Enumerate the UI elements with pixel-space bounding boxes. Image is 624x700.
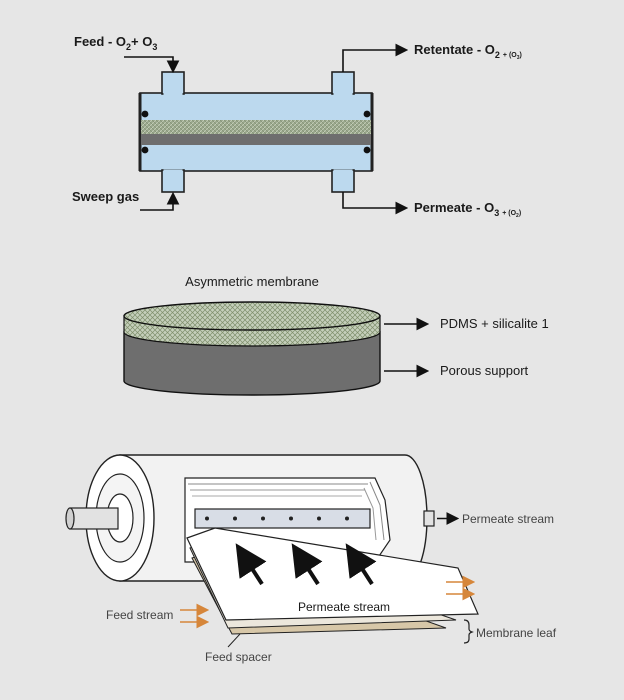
o-ring <box>141 146 149 154</box>
feed-label: Feed - O2+ O3 <box>74 34 157 52</box>
o-ring <box>363 146 371 154</box>
retentate-nozzle <box>331 71 355 95</box>
porous-support-disc <box>123 331 381 396</box>
membrane-top-surface <box>123 301 381 331</box>
flow-arrow-2 <box>291 543 323 586</box>
retentate-label: Retentate - O2+ (O3) <box>414 42 522 61</box>
feed-spacer-label: Feed spacer <box>205 650 272 664</box>
permeate-label: Permeate - O3+ (O2) <box>414 200 521 219</box>
membrane-layer <box>141 120 371 134</box>
permeate-arrow <box>342 192 409 215</box>
feed-arrow <box>124 56 180 74</box>
sweep-nozzle <box>161 169 185 193</box>
pdms-label: PDMS + silicalite 1 <box>440 316 549 331</box>
flow-arrow-1 <box>235 543 267 586</box>
membrane-support <box>141 134 371 145</box>
o-ring <box>141 110 149 118</box>
permeate-nozzle <box>331 169 355 193</box>
flow-arrow-3 <box>345 543 377 586</box>
membrane-title: Asymmetric membrane <box>185 274 319 289</box>
o-ring <box>363 110 371 118</box>
asymmetric-membrane: Asymmetric membrane PDMS + silicalite 1 … <box>123 274 549 396</box>
permeate-collection-tube <box>194 508 371 529</box>
permeate-tube-left <box>69 507 119 530</box>
sweep-arrow <box>140 191 180 211</box>
permeate-inner-label: Permeate stream <box>298 600 390 614</box>
membrane-reactor: Feed - O2+ O3 Sweep gas Retentate - O2+ … <box>72 34 522 219</box>
porous-support-label: Porous support <box>440 363 529 378</box>
feed-nozzle <box>161 71 185 95</box>
membrane-leaf-label: Membrane leaf <box>476 626 557 640</box>
spiral-wound-module: Permeate stream Permeate stream Feed str… <box>65 454 557 664</box>
feed-spacer-pointer <box>227 633 241 648</box>
permeate-outlet-label: Permeate stream <box>462 512 554 526</box>
permeate-tube-right <box>423 510 435 527</box>
feed-stream-label: Feed stream <box>106 608 173 622</box>
membrane-leaf-brace <box>463 619 474 644</box>
retentate-arrow <box>342 43 409 72</box>
sweep-gas-label: Sweep gas <box>72 189 139 204</box>
